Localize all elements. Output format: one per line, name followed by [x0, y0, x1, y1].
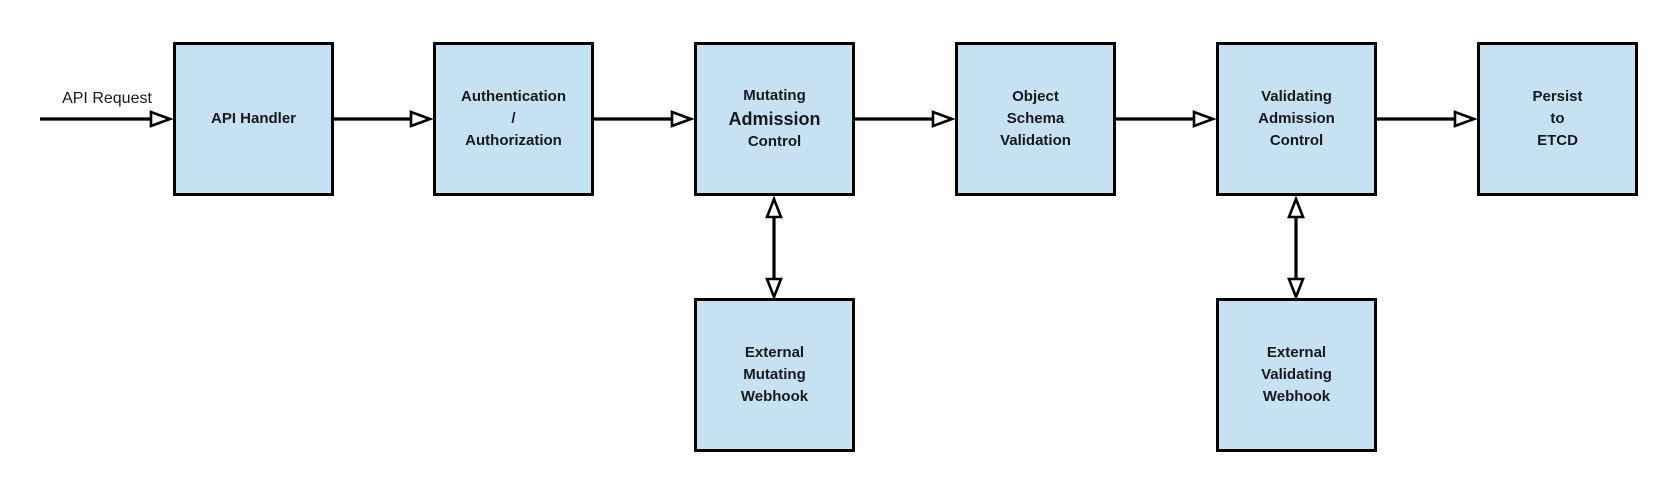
- node-text-line: ETCD: [1537, 132, 1578, 149]
- arrowhead-up-icon: [1287, 195, 1305, 219]
- node-text-line: Validation: [1000, 132, 1071, 149]
- double-arrow-mutating-webhook: [765, 195, 783, 301]
- arrow-api-handler-to-authentication: [334, 110, 434, 128]
- node-text-line: Mutating: [743, 366, 806, 383]
- node-text-line: /: [511, 110, 516, 127]
- api-request-label: API Request: [62, 90, 152, 107]
- node-text-line: Admission: [1258, 110, 1335, 127]
- node-text-line: External: [1266, 344, 1327, 361]
- arrow-object-schema-to-validating: [1116, 110, 1217, 128]
- arrowhead-right-icon: [409, 110, 434, 128]
- node-text-line: Validating: [1261, 88, 1332, 105]
- node-text-line: Persist: [1532, 88, 1583, 105]
- node-object-schema-validation: Object Schema Validation: [955, 42, 1116, 196]
- node-label: Authentication / Authorization: [461, 86, 566, 152]
- node-label: External Validating Webhook: [1261, 342, 1332, 408]
- arrow-authentication-to-mutating: [594, 110, 695, 128]
- node-text-line: to: [1550, 110, 1565, 127]
- node-api-handler: API Handler: [173, 42, 334, 196]
- node-text-line: Object: [1012, 88, 1059, 105]
- arrowhead-up-icon: [765, 195, 783, 219]
- node-text-line: Webhook: [740, 388, 809, 405]
- arrowhead-right-icon: [1453, 110, 1478, 128]
- arrow-mutating-to-object-schema: [855, 110, 956, 128]
- arrow-api-request-to-api-handler: [40, 110, 174, 128]
- node-external-validating-webhook: External Validating Webhook: [1216, 298, 1377, 452]
- node-text-line: Authorization: [465, 132, 562, 149]
- node-text-line: Control: [747, 133, 802, 150]
- node-label: Object Schema Validation: [1000, 86, 1071, 152]
- node-text-line: Mutating: [743, 87, 806, 104]
- node-text-line: Control: [1269, 132, 1324, 149]
- double-arrow-validating-webhook: [1287, 195, 1305, 301]
- node-authentication-authorization: Authentication / Authorization: [433, 42, 594, 196]
- node-text-line: Admission: [728, 109, 821, 129]
- arrowhead-right-icon: [149, 110, 174, 128]
- arrowhead-right-icon: [670, 110, 695, 128]
- node-validating-admission-control: Validating Admission Control: [1216, 42, 1377, 196]
- node-label: Validating Admission Control: [1258, 86, 1335, 152]
- node-text-line: Schema: [1006, 110, 1065, 127]
- arrowhead-right-icon: [931, 110, 956, 128]
- arrowhead-down-icon: [1287, 277, 1305, 301]
- node-label: API Handler: [211, 108, 296, 130]
- node-mutating-admission-control: Mutating Admission Control: [694, 42, 855, 196]
- arrow-validating-to-persist: [1377, 110, 1478, 128]
- node-text-line: Validating: [1261, 366, 1332, 383]
- arrowhead-down-icon: [765, 277, 783, 301]
- node-text-line: External: [744, 344, 805, 361]
- node-label: External Mutating Webhook: [741, 342, 808, 408]
- node-text-line: API Handler: [210, 110, 297, 127]
- arrowhead-right-icon: [1192, 110, 1217, 128]
- node-external-mutating-webhook: External Mutating Webhook: [694, 298, 855, 452]
- node-label: Mutating Admission Control: [728, 85, 820, 153]
- node-persist-to-etcd: Persist to ETCD: [1477, 42, 1638, 196]
- node-label: Persist to ETCD: [1532, 86, 1582, 152]
- node-text-line: Authentication: [461, 88, 566, 105]
- node-text-line: Webhook: [1262, 388, 1331, 405]
